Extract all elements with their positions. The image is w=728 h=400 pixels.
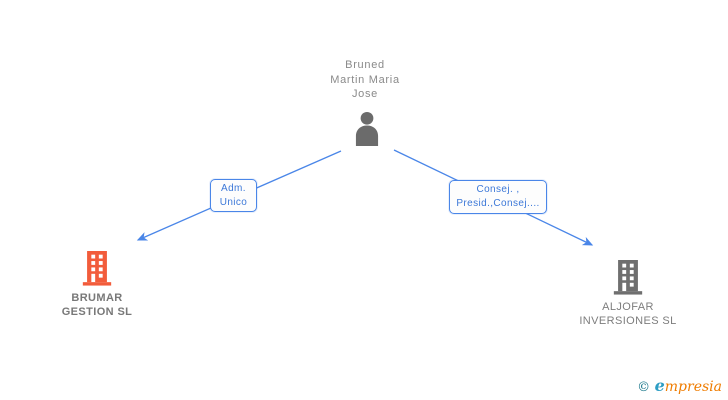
company-name: BRUMAR GESTION SL [62, 291, 133, 319]
company-name-line: INVERSIONES SL [579, 315, 677, 327]
person-name-line: Jose [351, 88, 379, 100]
company-name-line: ALJOFAR [602, 301, 654, 313]
relation-label-line: Unico [219, 196, 248, 208]
person-icon[interactable] [350, 110, 384, 146]
company-node-aljofar-inversiones[interactable]: ALJOFAR INVERSIONES SL [553, 256, 703, 328]
company-name-line: BRUMAR [71, 292, 123, 304]
company-name-line: GESTION SL [61, 306, 133, 318]
brand-letter-e: e [654, 376, 665, 395]
relation-label-line: Presid.,Consej.... [456, 198, 540, 209]
copyright-icon: © [637, 380, 651, 395]
relation-box-adm-unico[interactable]: Adm. Unico [210, 179, 257, 212]
building-icon [80, 247, 114, 289]
company-name: ALJOFAR INVERSIONES SL [579, 300, 676, 328]
person-name-line: Bruned [345, 59, 385, 71]
person-name-line: Martin Maria [330, 73, 400, 86]
brand-text: mpresia [664, 379, 722, 395]
company-node-brumar-gestion[interactable]: BRUMAR GESTION SL [22, 247, 172, 319]
empresia-logo[interactable]: © empresia [637, 376, 722, 395]
person-name[interactable]: Bruned Martin Maria Jose [285, 58, 445, 102]
relation-box-consej-presid[interactable]: Consej. , Presid.,Consej.... [449, 180, 547, 214]
building-icon [611, 256, 645, 298]
relation-label-line: Consej. , [476, 184, 520, 195]
relation-label-line: Adm. [221, 182, 246, 194]
